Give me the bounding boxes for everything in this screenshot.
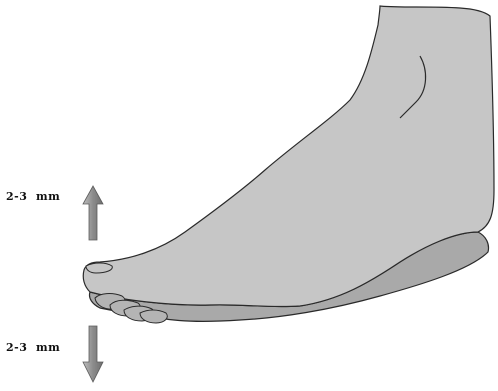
downward-displacement-label: 2-3 mm	[6, 341, 60, 354]
arrow-down-icon	[83, 326, 103, 382]
upward-displacement-label: 2-3 mm	[6, 190, 60, 203]
toenail	[86, 263, 112, 273]
arrow-up-icon	[83, 186, 103, 240]
